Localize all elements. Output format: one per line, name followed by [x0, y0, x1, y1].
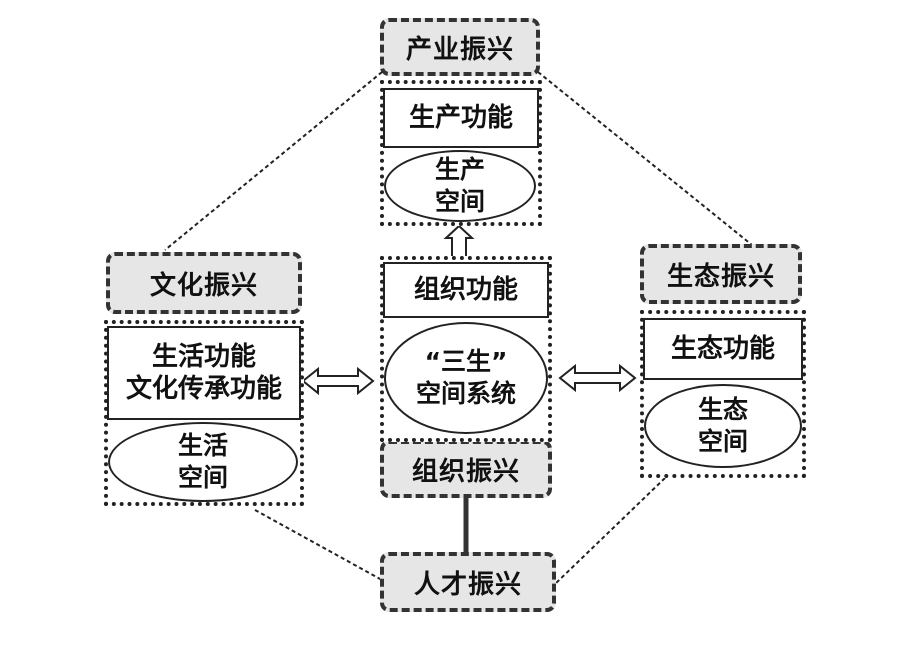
link-industry-ecology: [537, 71, 753, 246]
organization-function: 组织功能: [383, 262, 549, 318]
arrow-left-double: [301, 366, 375, 396]
living-function-line1: 生活功能: [151, 341, 256, 372]
talent-revitalization: 人才振兴: [380, 552, 556, 612]
link-ecology-talent: [553, 477, 666, 586]
arrow-up: [443, 224, 475, 259]
living-space-line2: 空间: [177, 463, 228, 492]
living-space: 生活 空间: [108, 422, 298, 502]
system-line1: “三生”: [424, 346, 508, 376]
sansheng-space-system: “三生” 空间系统: [384, 322, 548, 434]
arrow-right-double: [558, 363, 637, 393]
production-space-line2: 空间: [434, 187, 485, 216]
ecology-revitalization: 生态振兴: [640, 244, 802, 304]
ecology-space: 生态 空间: [644, 384, 802, 468]
living-function: 生活功能 文化传承功能: [107, 326, 301, 420]
ecology-space-line1: 生态: [697, 394, 748, 424]
system-line2: 空间系统: [415, 379, 516, 408]
living-space-line1: 生活: [177, 430, 228, 460]
link-industry-culture: [164, 71, 383, 251]
organization-revitalization: 组织振兴: [380, 440, 552, 498]
industry-revitalization: 产业振兴: [380, 18, 540, 76]
culture-revitalization: 文化振兴: [106, 252, 302, 314]
production-space-line1: 生产: [434, 154, 485, 184]
ecology-function: 生态功能: [643, 318, 803, 380]
production-space: 生产 空间: [384, 150, 536, 222]
living-function-line2: 文化传承功能: [125, 374, 282, 404]
production-function: 生产功能: [383, 88, 539, 148]
ecology-space-line2: 空间: [697, 427, 748, 456]
link-living-talent: [254, 509, 383, 581]
